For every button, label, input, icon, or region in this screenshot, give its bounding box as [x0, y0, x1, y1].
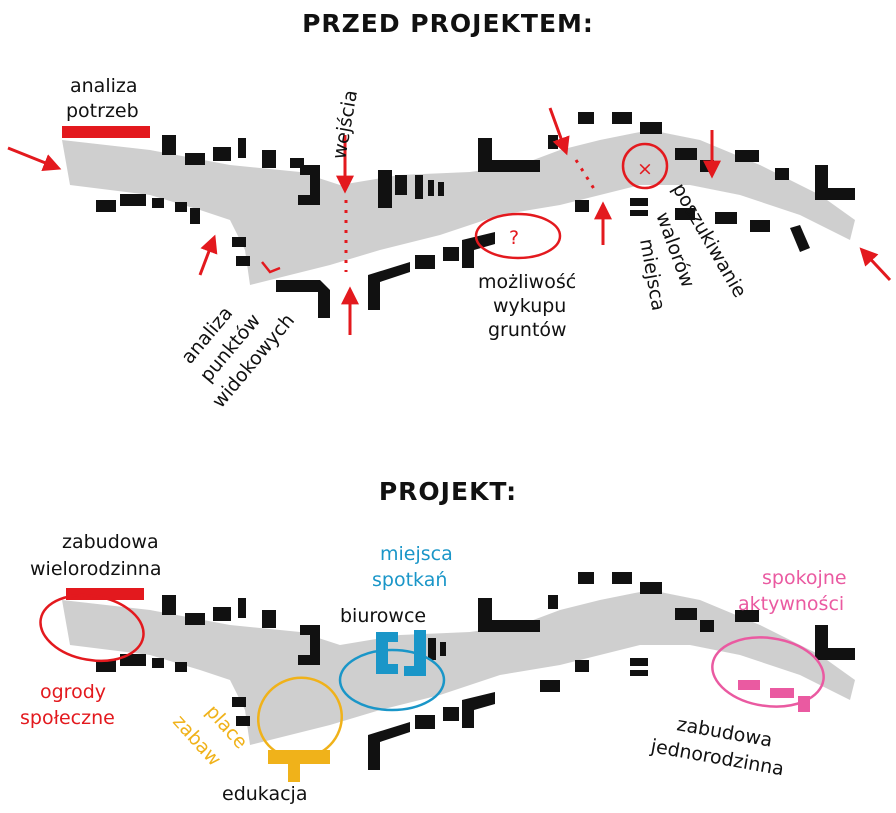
- bottom-street-map: [39, 572, 855, 782]
- meeting-circle: [338, 648, 446, 712]
- label-analiza-punktow: analiza punktów widokowych: [177, 302, 299, 412]
- multifamily-block: [66, 588, 144, 600]
- question-mark: ?: [509, 227, 519, 249]
- bottom-buildings: [96, 572, 855, 770]
- label-place-zabaw: place zabaw: [168, 701, 252, 771]
- top-street-shape: [62, 130, 855, 285]
- office-block-1: [376, 632, 398, 674]
- label-zabudowa-wielo: zabudowa wielorodzinna: [30, 531, 161, 580]
- svg-text:spotkań: spotkań: [372, 569, 447, 591]
- label-biurowce: biurowce: [340, 605, 426, 627]
- svg-text:społeczne: społeczne: [20, 707, 115, 729]
- x-circle: [621, 142, 669, 190]
- svg-text:zabudowa: zabudowa: [62, 531, 159, 553]
- label-mozliwosc: możliwość wykupu gruntów: [478, 271, 576, 341]
- svg-text:wykupu: wykupu: [493, 295, 566, 317]
- svg-text:potrzeb: potrzeb: [66, 100, 139, 122]
- svg-text:wielorodzinna: wielorodzinna: [30, 558, 161, 580]
- needs-analysis-bar: [62, 126, 150, 138]
- label-poszukiwanie: poszukiwanie walorów miejsca: [635, 180, 751, 313]
- label-edukacja: edukacja: [222, 783, 307, 805]
- house-block-1: [738, 680, 760, 690]
- label-wejscia: wejścia: [328, 88, 362, 161]
- label-zabudowa-jedno: zabudowa jednorodzinna: [648, 713, 786, 780]
- label-ogrody: ogrody społeczne: [20, 681, 115, 729]
- top-street-map: ? ×: [7, 107, 892, 335]
- x-mark: ×: [637, 158, 653, 180]
- office-block-2: [404, 630, 426, 676]
- viewpoint-mark: [261, 261, 281, 274]
- label-spokojne: spokojne aktywności: [738, 567, 847, 615]
- label-analiza-potrzeb: analiza potrzeb: [66, 75, 139, 122]
- svg-text:miejsca: miejsca: [380, 543, 453, 565]
- house-block-3: [798, 696, 810, 712]
- svg-text:spokojne: spokojne: [762, 567, 847, 589]
- label-miejsca-spotkan: miejsca spotkań: [372, 543, 453, 591]
- svg-text:analiza: analiza: [70, 75, 138, 97]
- svg-text:gruntów: gruntów: [488, 319, 567, 341]
- entry-arrows: [7, 107, 892, 335]
- question-circle: [474, 212, 562, 260]
- svg-text:możliwość: możliwość: [478, 271, 576, 293]
- house-block-2: [770, 688, 794, 698]
- quiet-activities-circle: [711, 636, 825, 708]
- svg-text:ogrody: ogrody: [40, 681, 106, 703]
- top-title: PRZED PROJEKTEM:: [302, 9, 594, 38]
- top-buildings: [96, 112, 855, 318]
- education-block: [268, 750, 330, 782]
- entry-dotted-line-2: [574, 159, 598, 193]
- gardens-circle: [39, 593, 145, 663]
- bottom-title: PROJEKT:: [379, 477, 517, 506]
- svg-text:aktywności: aktywności: [738, 593, 844, 615]
